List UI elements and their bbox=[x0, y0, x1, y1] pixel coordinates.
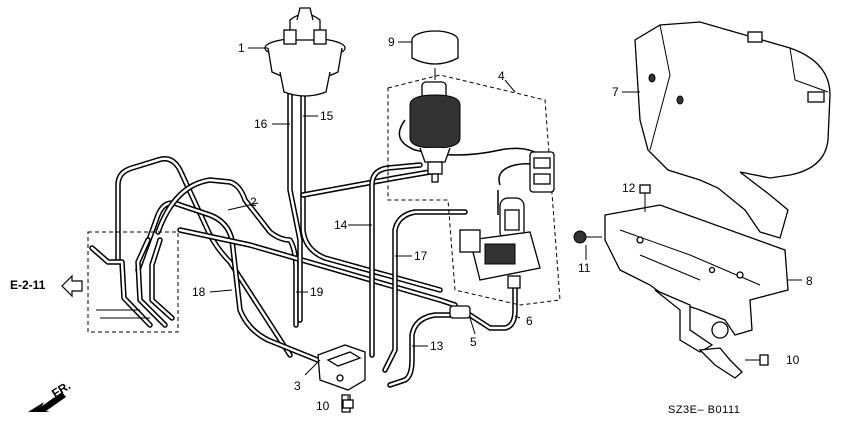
callout-7: 7 bbox=[612, 85, 619, 99]
callout-8: 8 bbox=[806, 274, 813, 288]
callout-10-right: 10 bbox=[786, 353, 800, 367]
leader-lines bbox=[209, 41, 802, 376]
callout-9: 9 bbox=[388, 35, 395, 49]
callout-18: 18 bbox=[192, 285, 206, 299]
callout-6: 6 bbox=[526, 314, 533, 328]
callout-5: 5 bbox=[470, 335, 477, 349]
reference-detail-box bbox=[87, 231, 179, 333]
callout-12: 12 bbox=[622, 181, 636, 195]
callout-1: 1 bbox=[238, 41, 245, 55]
reference-detail-hoses bbox=[89, 237, 175, 328]
callout-2: 2 bbox=[250, 195, 257, 209]
front-arrow-icon bbox=[28, 392, 66, 412]
callout-11: 11 bbox=[578, 261, 591, 275]
callout-3: 3 bbox=[294, 379, 301, 393]
cover-part-7 bbox=[634, 21, 831, 239]
callout-labels: 1 2 3 4 5 6 7 8 9 10 10 11 12 13 14 15 1… bbox=[192, 35, 813, 413]
electrical-connector bbox=[529, 151, 555, 193]
solenoid-valve-lower bbox=[459, 197, 541, 289]
bolt-part-10-left bbox=[342, 396, 354, 409]
callout-4: 4 bbox=[498, 69, 505, 83]
callout-13: 13 bbox=[430, 339, 444, 353]
cap-part-9 bbox=[411, 30, 459, 80]
reference-label: E-2-11 bbox=[10, 278, 46, 292]
bolt-part-12 bbox=[639, 184, 651, 212]
callout-10-left: 10 bbox=[316, 399, 330, 413]
bolt-part-10-right bbox=[745, 354, 769, 366]
solenoid-valve-upper bbox=[409, 81, 461, 183]
front-direction-indicator: FR. bbox=[28, 378, 73, 412]
callout-14: 14 bbox=[334, 218, 348, 232]
callout-15: 15 bbox=[320, 109, 334, 123]
joint-part-5 bbox=[449, 305, 471, 319]
callout-17: 17 bbox=[414, 249, 428, 263]
diagram-code: SZ3E– B0111 bbox=[668, 404, 740, 416]
grommet-part-11 bbox=[573, 230, 602, 244]
callout-16: 16 bbox=[254, 117, 268, 131]
arrow-left-icon bbox=[61, 274, 83, 298]
actuator-part-1 bbox=[264, 7, 346, 97]
hose-network bbox=[115, 92, 546, 388]
reference-e-2-11: E-2-11 bbox=[10, 274, 83, 298]
hose-6 bbox=[467, 282, 518, 331]
assembly-4-boundary bbox=[387, 74, 561, 306]
bracket-part-8 bbox=[604, 204, 789, 379]
front-label: FR. bbox=[49, 378, 73, 400]
callout-19: 19 bbox=[310, 285, 324, 299]
